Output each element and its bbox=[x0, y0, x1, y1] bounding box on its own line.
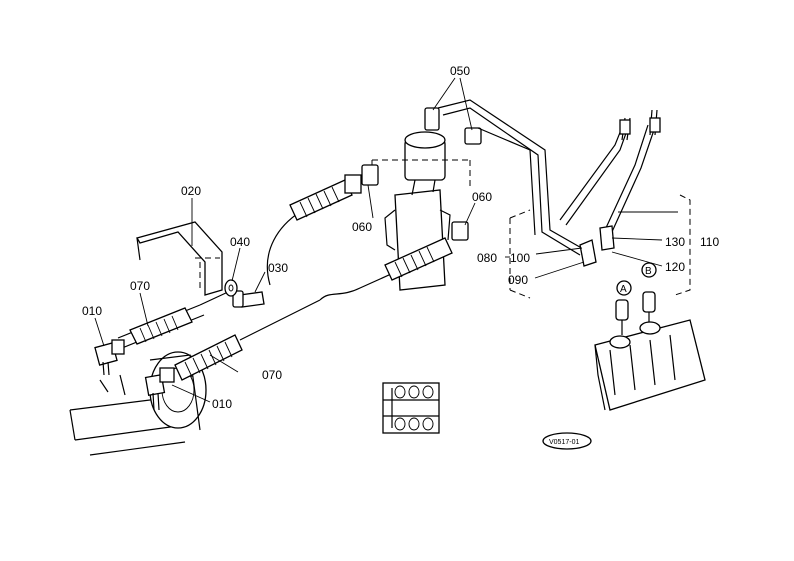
hose-070-lower bbox=[174, 269, 401, 381]
bolt-030 bbox=[232, 290, 265, 308]
callout-120: 120 bbox=[665, 260, 685, 274]
callout-080: 080 bbox=[477, 251, 497, 265]
callout-100: 100 bbox=[510, 251, 530, 265]
callout-090: 090 bbox=[508, 273, 528, 287]
port-b-label: B bbox=[645, 266, 652, 277]
steel-pipes bbox=[437, 99, 661, 256]
leader-lines bbox=[94, 77, 678, 403]
callout-010-lower: 010 bbox=[212, 397, 232, 411]
callout-010-upper: 010 bbox=[82, 304, 102, 318]
drawing-reference-tag: V0517-01 bbox=[542, 432, 592, 450]
pipe-fitting-130 bbox=[599, 225, 615, 251]
port-b-fitting bbox=[642, 291, 656, 322]
callout-040: 040 bbox=[230, 235, 250, 249]
fitting-050-side bbox=[464, 127, 482, 145]
elbow-fitting-010-upper bbox=[94, 339, 125, 376]
fitting-050-top bbox=[424, 107, 440, 131]
dashed-group-110-130 bbox=[674, 194, 691, 296]
callout-020: 020 bbox=[181, 184, 201, 198]
callout-060-left: 060 bbox=[352, 220, 372, 234]
elbow-fitting-010-lower bbox=[144, 367, 175, 411]
port-b-marker: B bbox=[641, 262, 657, 278]
washer-040 bbox=[224, 279, 238, 297]
port-a-marker: A bbox=[616, 280, 632, 296]
fitting-060-left bbox=[361, 164, 379, 186]
callout-060-right: 060 bbox=[472, 190, 492, 204]
hose-070-upper bbox=[117, 291, 229, 349]
fitting-060-right bbox=[451, 221, 469, 241]
port-a-label: A bbox=[620, 284, 627, 295]
port-a-fitting bbox=[615, 299, 629, 335]
hose-center-diagonal bbox=[384, 237, 453, 281]
valve-lever-inset bbox=[382, 382, 440, 434]
callout-130: 130 bbox=[665, 235, 685, 249]
drawing-reference-label: V0517-01 bbox=[549, 439, 579, 446]
directional-valve-block bbox=[594, 319, 706, 411]
callout-110: 110 bbox=[700, 235, 719, 249]
callout-050: 050 bbox=[450, 64, 470, 78]
dashed-group-080-100 bbox=[509, 209, 531, 299]
bracket-020 bbox=[136, 221, 223, 296]
callout-030: 030 bbox=[268, 261, 288, 275]
callout-070-lower: 070 bbox=[262, 368, 282, 382]
callout-070-upper: 070 bbox=[130, 279, 150, 293]
pipe-fitting-090 bbox=[579, 239, 597, 267]
hose-upper-valve bbox=[266, 174, 362, 286]
